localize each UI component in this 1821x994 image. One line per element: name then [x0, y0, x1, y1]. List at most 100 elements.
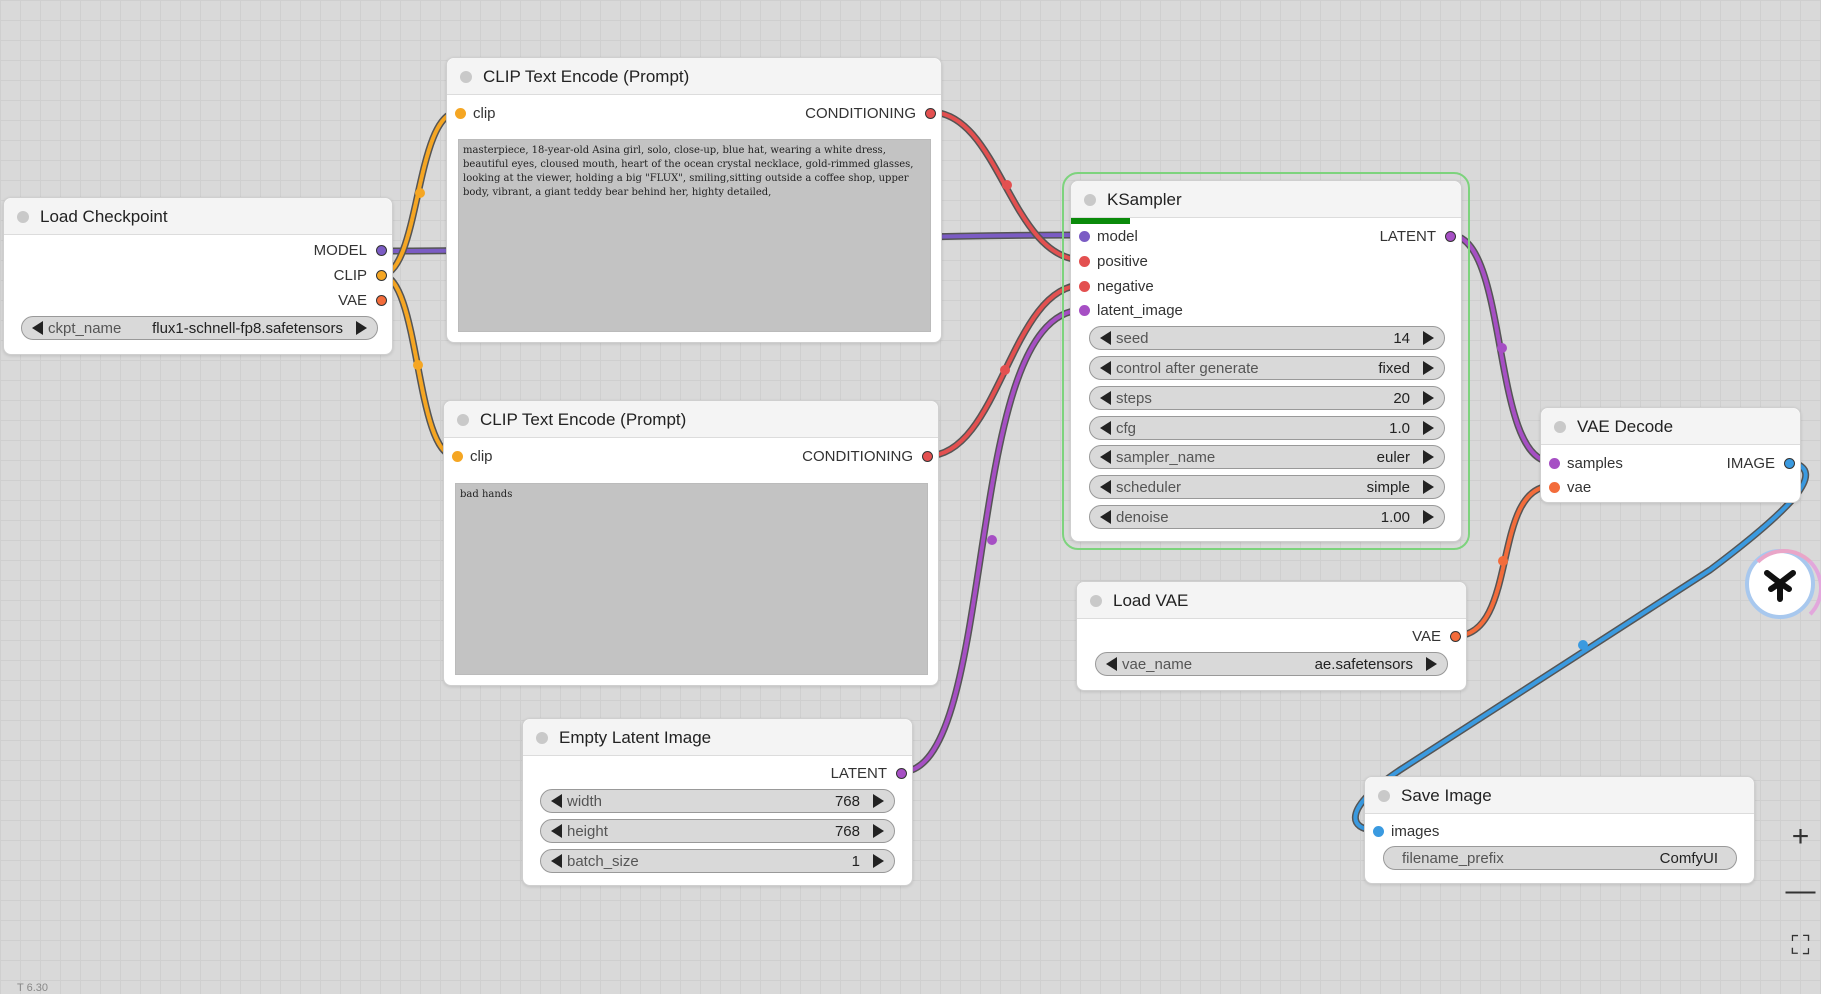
output-clip[interactable]: CLIP: [267, 267, 387, 285]
image-socket-icon[interactable]: [1784, 458, 1795, 469]
output-conditioning[interactable]: CONDITIONING: [736, 105, 936, 123]
output-conditioning[interactable]: CONDITIONING: [733, 448, 933, 466]
collapse-dot-icon[interactable]: [1090, 595, 1102, 607]
input-samples[interactable]: samples: [1549, 455, 1649, 473]
vae-socket-icon[interactable]: [1549, 482, 1560, 493]
control-after-generate-widget[interactable]: control after generate fixed: [1089, 356, 1445, 380]
node-vae-decode[interactable]: VAE Decode samples vae IMAGE: [1540, 407, 1801, 503]
node-header[interactable]: Empty Latent Image: [523, 719, 912, 756]
clip-socket-icon[interactable]: [452, 451, 463, 462]
cfg-widget[interactable]: cfg 1.0: [1089, 416, 1445, 440]
node-ksampler[interactable]: KSampler model positive negative latent_…: [1062, 172, 1470, 550]
clip-socket-icon[interactable]: [376, 270, 387, 281]
node-header[interactable]: Load VAE: [1077, 582, 1466, 619]
arrow-left-icon[interactable]: [551, 794, 562, 808]
input-images[interactable]: images: [1373, 823, 1473, 841]
output-image[interactable]: IMAGE: [1695, 455, 1795, 473]
width-widget[interactable]: width 768: [540, 789, 895, 813]
input-negative[interactable]: negative: [1079, 278, 1229, 296]
node-clip-text-encode-positive[interactable]: CLIP Text Encode (Prompt) clip CONDITION…: [446, 57, 942, 343]
arrow-left-icon[interactable]: [1100, 510, 1111, 524]
input-vae[interactable]: vae: [1549, 479, 1649, 497]
image-socket-icon[interactable]: [1373, 826, 1384, 837]
app-logo[interactable]: [1745, 549, 1821, 627]
arrow-left-icon[interactable]: [32, 321, 43, 335]
arrow-right-icon[interactable]: [1423, 331, 1434, 345]
node-header[interactable]: Load Checkpoint: [4, 198, 392, 235]
node-header[interactable]: CLIP Text Encode (Prompt): [447, 58, 941, 95]
collapse-dot-icon[interactable]: [460, 71, 472, 83]
node-header[interactable]: Save Image: [1365, 777, 1754, 814]
node-clip-text-encode-negative[interactable]: CLIP Text Encode (Prompt) clip CONDITION…: [443, 400, 939, 686]
arrow-right-icon[interactable]: [873, 824, 884, 838]
conditioning-socket-icon[interactable]: [1079, 281, 1090, 292]
arrow-left-icon[interactable]: [1100, 480, 1111, 494]
vae-socket-icon[interactable]: [376, 295, 387, 306]
arrow-left-icon[interactable]: [1100, 331, 1111, 345]
arrow-right-icon[interactable]: [1423, 450, 1434, 464]
seed-widget[interactable]: seed 14: [1089, 326, 1445, 350]
conditioning-socket-icon[interactable]: [925, 108, 936, 119]
fit-view-button[interactable]: ⛶: [1780, 922, 1821, 968]
arrow-left-icon[interactable]: [1100, 421, 1111, 435]
node-load-vae[interactable]: Load VAE VAE vae_name ae.safetensors: [1076, 581, 1467, 691]
output-latent[interactable]: LATENT: [787, 765, 907, 783]
vae-socket-icon[interactable]: [1450, 631, 1461, 642]
latent-socket-icon[interactable]: [1079, 305, 1090, 316]
node-header[interactable]: VAE Decode: [1541, 408, 1800, 445]
latent-socket-icon[interactable]: [1549, 458, 1560, 469]
arrow-left-icon[interactable]: [1100, 450, 1111, 464]
scheduler-widget[interactable]: scheduler simple: [1089, 475, 1445, 499]
zoom-in-button[interactable]: +: [1780, 814, 1821, 860]
input-model[interactable]: model: [1079, 228, 1229, 246]
arrow-right-icon[interactable]: [1423, 480, 1434, 494]
collapse-dot-icon[interactable]: [1084, 194, 1096, 206]
collapse-dot-icon[interactable]: [457, 414, 469, 426]
input-clip[interactable]: clip: [452, 448, 552, 466]
arrow-right-icon[interactable]: [1423, 361, 1434, 375]
collapse-dot-icon[interactable]: [536, 732, 548, 744]
node-load-checkpoint[interactable]: Load Checkpoint MODEL CLIP VAE ckpt_name…: [3, 197, 393, 355]
output-latent[interactable]: LATENT: [1336, 228, 1456, 246]
batch-size-widget[interactable]: batch_size 1: [540, 849, 895, 873]
arrow-right-icon[interactable]: [1423, 510, 1434, 524]
conditioning-socket-icon[interactable]: [1079, 256, 1090, 267]
input-clip[interactable]: clip: [455, 105, 555, 123]
height-widget[interactable]: height 768: [540, 819, 895, 843]
arrow-right-icon[interactable]: [873, 794, 884, 808]
ckpt-name-combo[interactable]: ckpt_name flux1-schnell-fp8.safetensors: [21, 316, 378, 340]
sampler-name-widget[interactable]: sampler_name euler: [1089, 445, 1445, 469]
output-model[interactable]: MODEL: [267, 242, 387, 260]
node-header[interactable]: KSampler: [1071, 181, 1461, 218]
vae-name-combo[interactable]: vae_name ae.safetensors: [1095, 652, 1448, 676]
node-save-image[interactable]: Save Image images filename_prefix ComfyU…: [1364, 776, 1755, 884]
collapse-dot-icon[interactable]: [1378, 790, 1390, 802]
arrow-left-icon[interactable]: [1100, 361, 1111, 375]
arrow-right-icon[interactable]: [356, 321, 367, 335]
output-vae[interactable]: VAE: [1361, 628, 1461, 646]
latent-socket-icon[interactable]: [896, 768, 907, 779]
arrow-right-icon[interactable]: [873, 854, 884, 868]
arrow-left-icon[interactable]: [1100, 391, 1111, 405]
arrow-right-icon[interactable]: [1423, 391, 1434, 405]
arrow-left-icon[interactable]: [1106, 657, 1117, 671]
latent-socket-icon[interactable]: [1445, 231, 1456, 242]
input-latent-image[interactable]: latent_image: [1079, 302, 1229, 320]
output-vae[interactable]: VAE: [267, 292, 387, 310]
node-header[interactable]: CLIP Text Encode (Prompt): [444, 401, 938, 438]
arrow-left-icon[interactable]: [551, 824, 562, 838]
input-positive[interactable]: positive: [1079, 253, 1229, 271]
prompt-textarea[interactable]: masterpiece, 18-year-old Asina girl, sol…: [458, 139, 931, 332]
node-empty-latent-image[interactable]: Empty Latent Image LATENT width 768 heig…: [522, 718, 913, 886]
arrow-right-icon[interactable]: [1423, 421, 1434, 435]
model-socket-icon[interactable]: [1079, 231, 1090, 242]
collapse-dot-icon[interactable]: [17, 211, 29, 223]
zoom-out-button[interactable]: —: [1780, 868, 1821, 914]
arrow-right-icon[interactable]: [1426, 657, 1437, 671]
conditioning-socket-icon[interactable]: [922, 451, 933, 462]
model-socket-icon[interactable]: [376, 245, 387, 256]
collapse-dot-icon[interactable]: [1554, 421, 1566, 433]
clip-socket-icon[interactable]: [455, 108, 466, 119]
filename-prefix-field[interactable]: filename_prefix ComfyUI: [1383, 846, 1737, 870]
prompt-textarea[interactable]: bad hands: [455, 483, 928, 675]
